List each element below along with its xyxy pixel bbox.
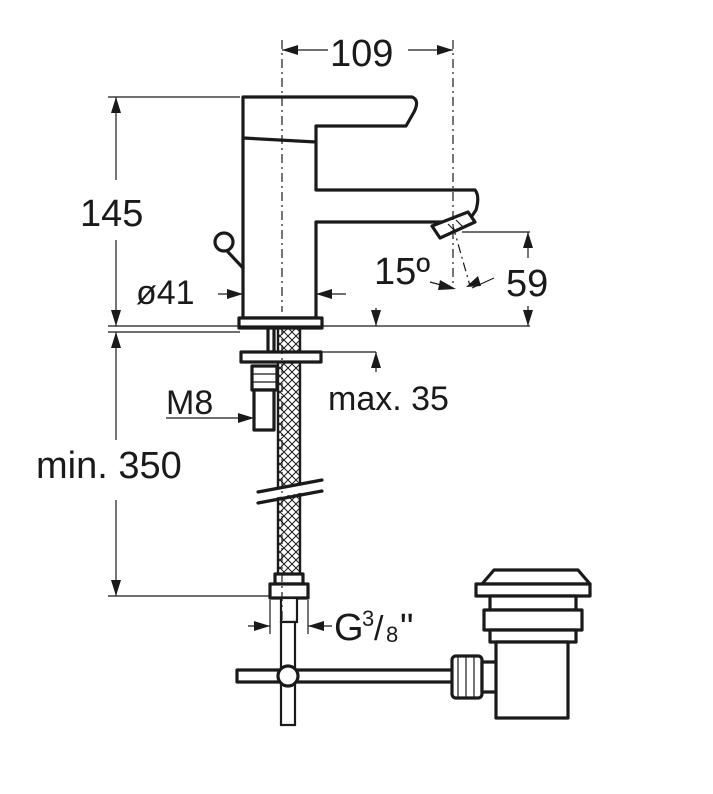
dimension-connection: G 3 / 8 " xyxy=(334,606,414,649)
faucet-body xyxy=(213,95,480,330)
dimension-spout-angle: 15º xyxy=(374,251,430,293)
dimension-thread: M8 xyxy=(166,384,213,422)
dimension-max-deck: max. 35 xyxy=(328,380,449,418)
dimension-height: 145 xyxy=(80,193,143,235)
connection-suffix: " xyxy=(400,607,414,649)
dimension-hose-length: min. 350 xyxy=(36,445,182,487)
dimension-body-diameter: ø41 xyxy=(136,274,195,312)
connection-prefix: G xyxy=(334,607,364,649)
connection-slash: / xyxy=(374,610,384,648)
dimension-reach: 109 xyxy=(330,33,393,75)
popup-knob xyxy=(213,231,245,270)
waste-valve xyxy=(474,568,592,720)
connection-numerator: 3 xyxy=(362,606,374,631)
dimension-outlet-height: 59 xyxy=(506,263,548,305)
connection-denominator: 8 xyxy=(386,622,398,647)
centre-lines xyxy=(281,40,471,620)
dimension-lines xyxy=(108,45,533,634)
mounting-assembly xyxy=(239,326,329,624)
popup-linkage xyxy=(235,620,500,727)
